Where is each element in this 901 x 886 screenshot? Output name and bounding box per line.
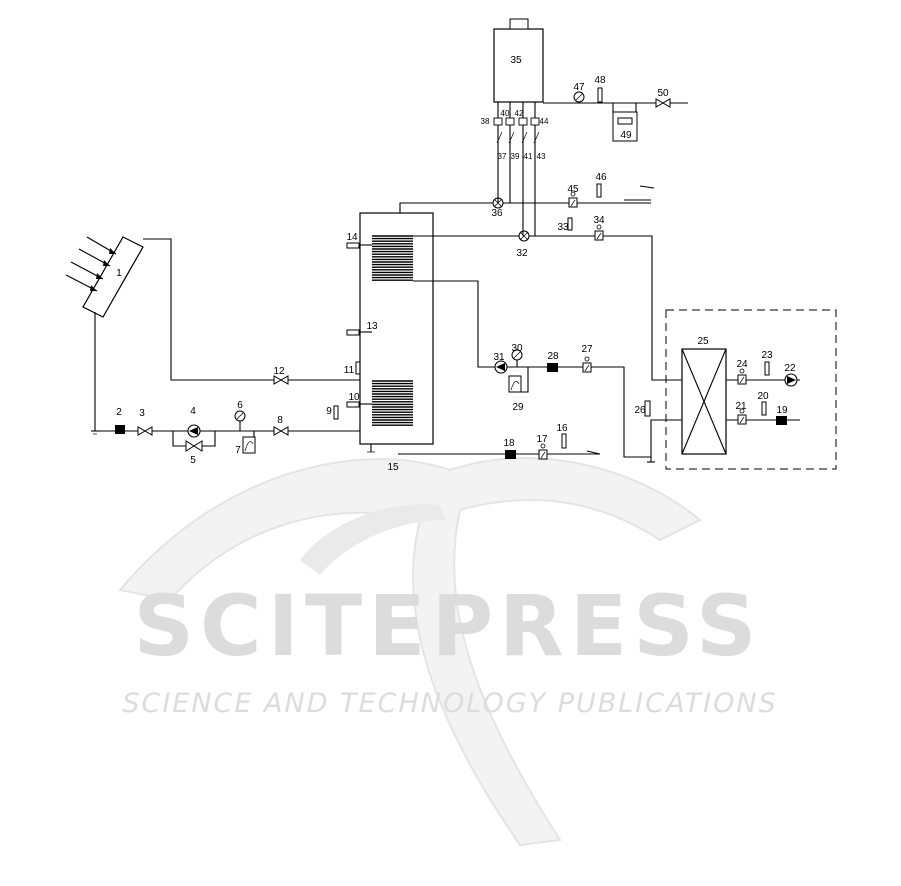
component-label-1: 1 xyxy=(116,268,122,279)
solar-collector xyxy=(66,237,143,317)
component-label-29: 29 xyxy=(512,402,524,413)
component-label-37: 37 xyxy=(498,152,507,161)
component-label-47: 47 xyxy=(573,82,585,93)
component-label-10: 10 xyxy=(348,392,360,403)
component-label-18: 18 xyxy=(503,438,515,449)
boiler-fittings xyxy=(494,118,539,143)
component-label-22: 22 xyxy=(784,363,796,374)
heat-exchanger-unit xyxy=(645,310,836,469)
component-label-34: 34 xyxy=(593,215,605,226)
component-label-30: 30 xyxy=(511,343,523,354)
component-label-43: 43 xyxy=(537,152,546,161)
component-label-32: 32 xyxy=(516,248,528,259)
component-label-45: 45 xyxy=(567,184,579,195)
storage-tank xyxy=(347,213,433,452)
component-label-16: 16 xyxy=(556,423,568,434)
component-label-8: 8 xyxy=(277,415,283,426)
component-label-5: 5 xyxy=(190,455,196,466)
component-label-44: 44 xyxy=(540,117,549,126)
component-label-35: 35 xyxy=(510,55,522,66)
component-label-33: 33 xyxy=(557,222,569,233)
component-label-15: 15 xyxy=(387,462,399,473)
component-label-42: 42 xyxy=(515,109,524,118)
component-label-41: 41 xyxy=(524,152,533,161)
component-label-21: 21 xyxy=(735,401,747,412)
component-label-27: 27 xyxy=(581,344,593,355)
watermark-logo: SCITEPRESS xyxy=(134,577,763,675)
component-label-49: 49 xyxy=(620,130,632,141)
component-label-6: 6 xyxy=(237,400,243,411)
watermark: SCITEPRESS SCIENCE AND TECHNOLOGY PUBLIC… xyxy=(120,458,778,845)
component-label-19: 19 xyxy=(776,405,788,416)
component-label-31: 31 xyxy=(493,352,505,363)
component-label-13: 13 xyxy=(366,321,378,332)
component-label-12: 12 xyxy=(273,366,285,377)
component-label-48: 48 xyxy=(594,75,606,86)
component-label-36: 36 xyxy=(491,208,503,219)
component-label-24: 24 xyxy=(736,359,748,370)
watermark-tagline: SCIENCE AND TECHNOLOGY PUBLICATIONS xyxy=(122,688,777,719)
dhw-piping xyxy=(398,186,682,462)
component-label-9: 9 xyxy=(326,406,332,417)
component-label-25: 25 xyxy=(697,336,709,347)
component-label-38: 38 xyxy=(481,117,490,126)
component-label-14: 14 xyxy=(346,232,358,243)
component-label-46: 46 xyxy=(595,172,607,183)
component-label-23: 23 xyxy=(761,350,773,361)
component-label-50: 50 xyxy=(657,88,669,99)
component-label-20: 20 xyxy=(757,391,769,402)
component-label-28: 28 xyxy=(547,351,559,362)
component-label-3: 3 xyxy=(139,408,145,419)
component-label-11: 11 xyxy=(344,365,355,376)
component-label-26: 26 xyxy=(634,405,646,416)
component-label-39: 39 xyxy=(511,152,520,161)
component-label-2: 2 xyxy=(116,407,122,418)
component-label-40: 40 xyxy=(501,109,510,118)
component-2-icon xyxy=(115,425,125,434)
component-label-4: 4 xyxy=(190,406,196,417)
component-label-17: 17 xyxy=(536,434,548,445)
component-label-7: 7 xyxy=(235,445,241,456)
